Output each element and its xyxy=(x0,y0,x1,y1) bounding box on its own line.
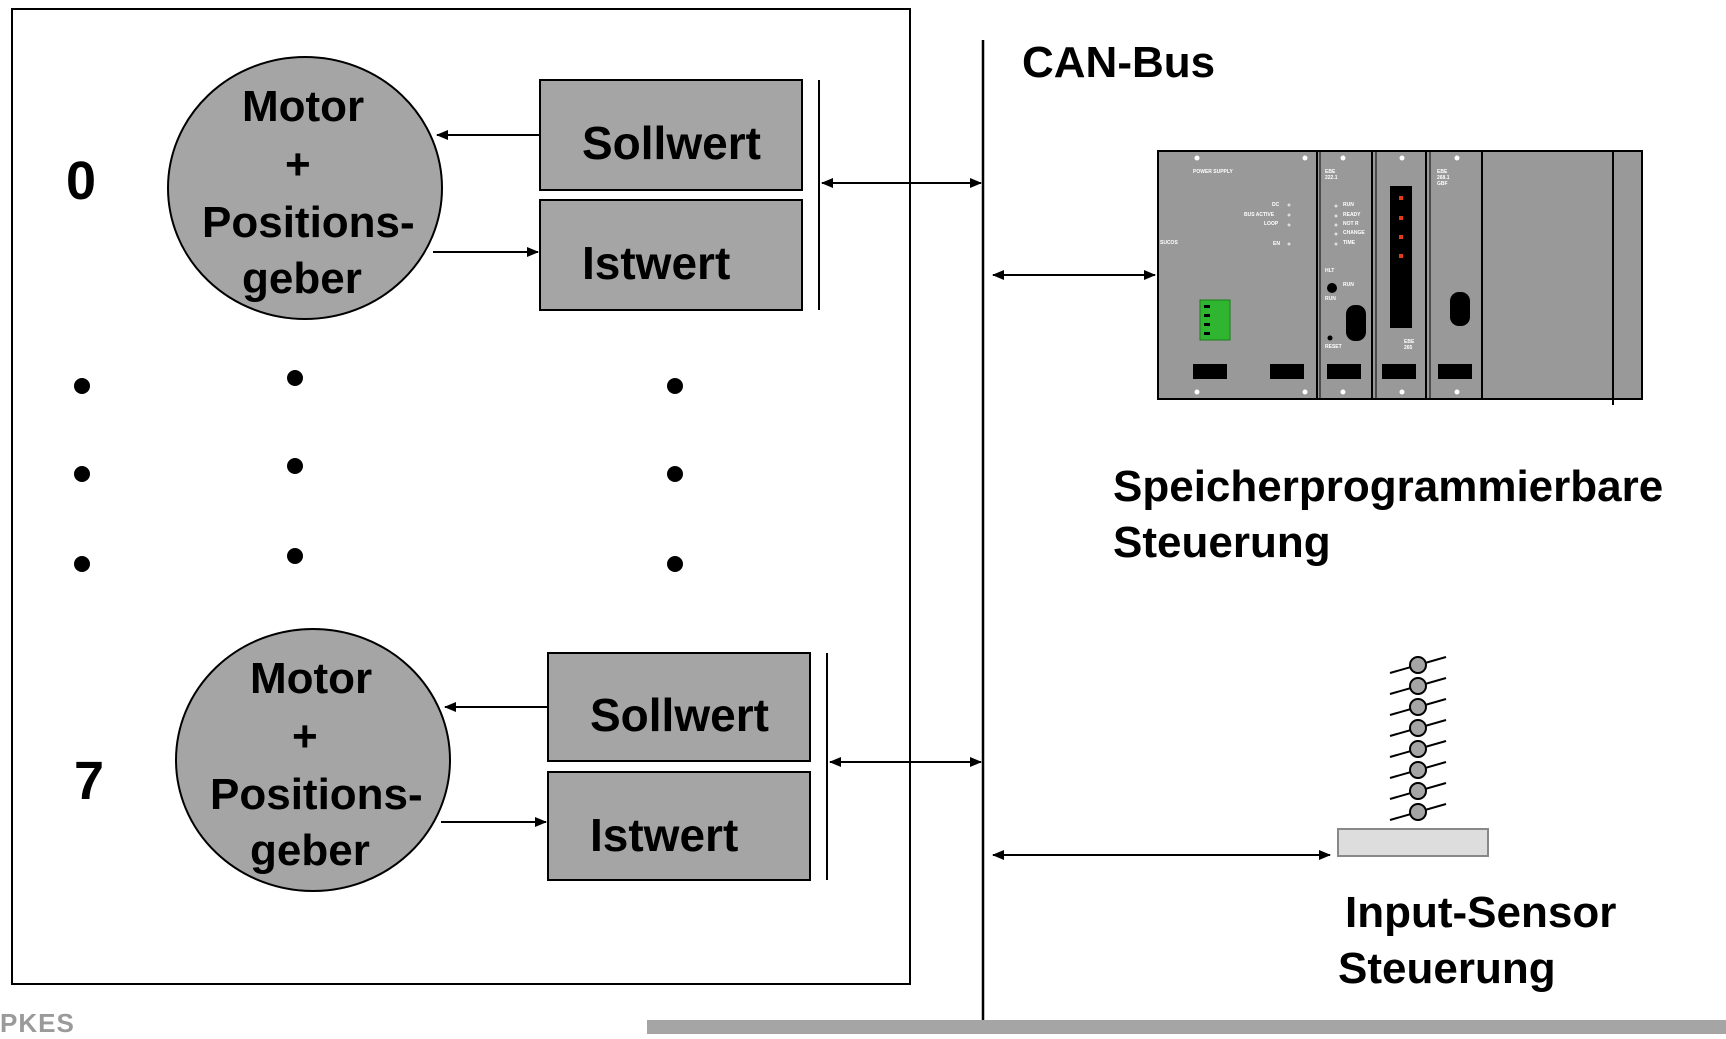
sensor-coil-ball xyxy=(1409,677,1427,695)
cpu-led-run: RUN xyxy=(1343,202,1354,208)
sensor-label-line1: Input-Sensor xyxy=(1345,888,1617,937)
motor-circle-7 xyxy=(175,628,451,892)
channel-7 xyxy=(175,628,982,892)
psu-led-bus-active: BUS ACTIVE xyxy=(1244,212,1275,218)
motor-label-7-line4: geber xyxy=(250,826,370,875)
cpu-reset: RESET xyxy=(1325,344,1342,350)
sensor-coil-ball xyxy=(1409,719,1427,737)
motor-label-7-line1: Motor xyxy=(250,654,373,703)
io-title: EBE 265 xyxy=(1404,339,1415,351)
motor-label-0-line4: geber xyxy=(242,254,362,303)
motor-label-0-line3: Positions- xyxy=(202,198,415,247)
footer-left-text: PKES xyxy=(0,1008,75,1038)
channel-0 xyxy=(167,56,982,320)
sensor-coil-ball xyxy=(1409,803,1427,821)
sensor-coil-ball xyxy=(1409,761,1427,779)
plc-rack xyxy=(1157,150,1643,405)
motor-label-7-line2: + xyxy=(292,712,318,761)
sensor-coil-ball xyxy=(1409,740,1427,758)
cpu-led-change: CHANGE xyxy=(1343,230,1365,236)
plc-label-line1: Speicherprogrammierbare xyxy=(1113,462,1664,511)
motor-label-7-line3: Positions- xyxy=(210,770,423,819)
plc-label-line2: Steuerung xyxy=(1113,518,1331,567)
channel-index-7: 7 xyxy=(74,751,105,811)
psu-led-dc: DC xyxy=(1272,202,1280,208)
cpu-title: EBE 222.1 xyxy=(1325,169,1338,181)
sensor-coil-ball xyxy=(1409,698,1427,716)
drive-system-frame xyxy=(11,8,911,985)
sensor-label-line2: Steuerung xyxy=(1338,944,1556,993)
cpu-led-ready: READY xyxy=(1343,212,1361,218)
actual-label-7: Istwert xyxy=(590,809,739,861)
ellipsis-dots xyxy=(74,370,683,572)
can-bus-label: CAN-Bus xyxy=(1022,38,1216,87)
setpoint-label-7: Sollwert xyxy=(590,689,769,741)
comm-title: EBE 268.1 GBF xyxy=(1437,169,1450,187)
footer-bar xyxy=(647,1020,1726,1034)
motor-circle-0 xyxy=(167,56,443,320)
psu-led-loop: LOOP xyxy=(1264,221,1279,227)
sensor-coil-ball xyxy=(1409,782,1427,800)
motor-label-0-line1: Motor xyxy=(242,82,365,131)
channel-index-0: 0 xyxy=(66,151,97,211)
actual-box-7 xyxy=(547,771,811,881)
setpoint-label-0: Sollwert xyxy=(582,117,761,169)
cpu-hlt: HLT xyxy=(1325,268,1335,274)
setpoint-box-7 xyxy=(547,652,811,762)
sensor-graphic xyxy=(1337,656,1489,857)
cpu-run: RUN xyxy=(1343,282,1354,288)
actual-box-0 xyxy=(539,199,803,311)
cpu-led-time: TIME xyxy=(1343,240,1355,246)
cpu-run-2: RUN xyxy=(1325,296,1336,302)
psu-title: POWER SUPPLY xyxy=(1193,169,1233,175)
psu-led-en: EN xyxy=(1273,241,1280,247)
motor-label-0-line2: + xyxy=(285,140,311,189)
setpoint-box-0 xyxy=(539,79,803,191)
sensor-coil-ball xyxy=(1409,656,1427,674)
actual-label-0: Istwert xyxy=(582,237,731,289)
cpu-led-not-r: NOT R xyxy=(1343,221,1359,227)
psu-side-label: SUCOS xyxy=(1160,240,1178,246)
